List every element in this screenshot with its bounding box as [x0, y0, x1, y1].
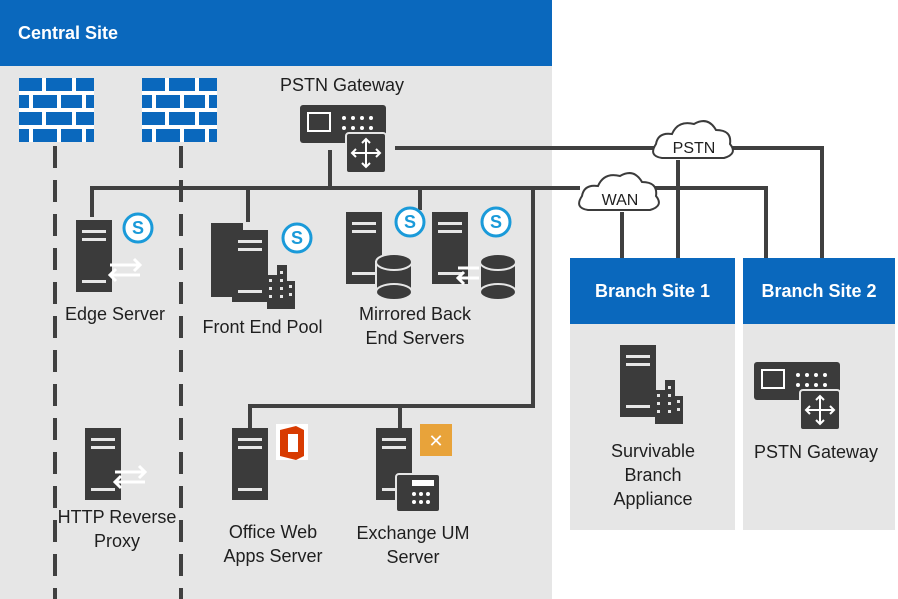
mirrored-back-end-label-line1: Mirrored Back [358, 304, 472, 324]
network-links [90, 146, 824, 428]
office-web-apps-server-icon [232, 424, 308, 500]
mirrored-back-end-servers-icon [346, 206, 517, 301]
http-reverse-proxy-label-line1: HTTP Reverse [57, 507, 177, 527]
office-web-apps-label-line1: Office Web [228, 522, 318, 542]
central-site-header: Central Site [0, 0, 552, 66]
pstn-cloud-label: PSTN [672, 140, 716, 157]
lan-backbone [90, 186, 533, 217]
http-reverse-proxy-label-line2: Proxy [93, 531, 140, 551]
branch-site-2-title: Branch Site 2 [761, 280, 877, 301]
exchange-um-server-icon: ✕ [376, 424, 452, 513]
front-end-pool-icon [209, 221, 313, 309]
pstn-gateway-branch-icon [753, 361, 841, 431]
pstn-gateway-branch-label: PSTN Gateway [753, 442, 879, 462]
central-site-title: Central Site [18, 22, 119, 43]
exchange-um-label: Exchange UM Server [338, 521, 488, 569]
office-web-apps-label: Office Web Apps Server [198, 520, 348, 568]
http-reverse-proxy-label: HTTP Reverse Proxy [42, 505, 192, 553]
edge-server-label: Edge Server [64, 304, 166, 324]
edge-server-icon [76, 212, 154, 292]
branch-site-1-header: Branch Site 1 [570, 258, 735, 324]
survivable-label-line1: Survivable [610, 441, 696, 461]
mirrored-back-end-label-line2: End Servers [365, 328, 465, 348]
http-reverse-proxy-icon [85, 428, 147, 500]
front-end-pool-label: Front End Pool [202, 317, 323, 337]
pstn-gateway-central-icon [299, 104, 387, 174]
firewall-right-icon [140, 76, 219, 144]
pstn-gateway-central-label: PSTN Gateway [279, 75, 405, 95]
exchange-um-label-line2: Server [386, 547, 440, 567]
svg-text:✕: ✕ [428, 431, 443, 451]
wan-cloud-label: WAN [601, 192, 639, 209]
survivable-label-line3: Appliance [613, 489, 693, 509]
firewall-left-icon [17, 76, 96, 144]
branch-site-1-title: Branch Site 1 [594, 280, 711, 301]
firewall-dashed-lines [53, 146, 183, 599]
survivable-label-line2: Branch [624, 465, 682, 485]
branch-site-2-header: Branch Site 2 [743, 258, 895, 324]
survivable-branch-appliance-label: Survivable Branch Appliance [578, 439, 728, 511]
exchange-um-label-line1: Exchange UM [356, 523, 470, 543]
office-web-apps-label-line2: Apps Server [223, 546, 323, 566]
survivable-branch-appliance-icon [620, 345, 683, 424]
mirrored-back-end-label: Mirrored Back End Servers [335, 302, 495, 350]
